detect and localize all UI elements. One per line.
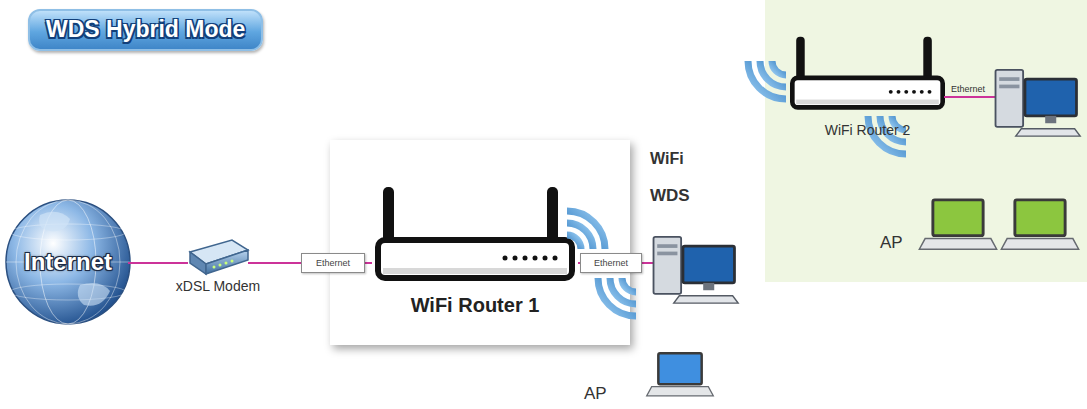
ethernet-port: Ethernet: [580, 253, 642, 273]
router1-icon: [378, 187, 572, 278]
node-label: Internet: [24, 248, 112, 276]
router-node: WiFi Router 2: [785, 30, 950, 140]
xdsl-modem-icon: [190, 240, 248, 274]
ethernet-label: Ethernet: [951, 84, 985, 94]
ap-label: AP: [880, 233, 903, 253]
ethernet-wire: [248, 262, 301, 264]
modem-node: xDSL Modem: [188, 238, 248, 274]
wifi-wave: [748, 61, 786, 99]
wifi-wave: [567, 211, 605, 249]
node-label: WiFi Router 2: [825, 122, 911, 138]
desktop-pc: [654, 237, 739, 303]
node-label: WiFi Router 1: [411, 294, 540, 317]
router1-panel: [330, 140, 630, 345]
laptop: [919, 200, 996, 249]
internet-globe: Internet: [8, 200, 128, 324]
ap-label: AP: [584, 384, 607, 404]
node-label: Ethernet: [594, 258, 628, 268]
router-node: WiFi Router 1: [372, 183, 578, 321]
internet-globe: [6, 200, 130, 324]
ethernet-wire: [128, 262, 188, 264]
laptop: [1001, 200, 1078, 249]
laptop: [647, 353, 714, 396]
desktop-pc: [996, 70, 1081, 136]
node-label: xDSL Modem: [176, 278, 260, 294]
ethernet-wire: [944, 96, 1000, 98]
ethernet-wire: [365, 262, 372, 264]
router2-icon: [792, 37, 942, 108]
router2-region: [765, 0, 1087, 282]
title-badge: WDS Hybrid Mode: [28, 9, 263, 51]
wifi-label: WiFi: [650, 150, 684, 168]
wifi-wave: [598, 278, 636, 316]
ethernet-port: Ethernet: [301, 253, 365, 273]
node-label: Ethernet: [316, 258, 350, 268]
wds-label: WDS: [650, 186, 690, 206]
